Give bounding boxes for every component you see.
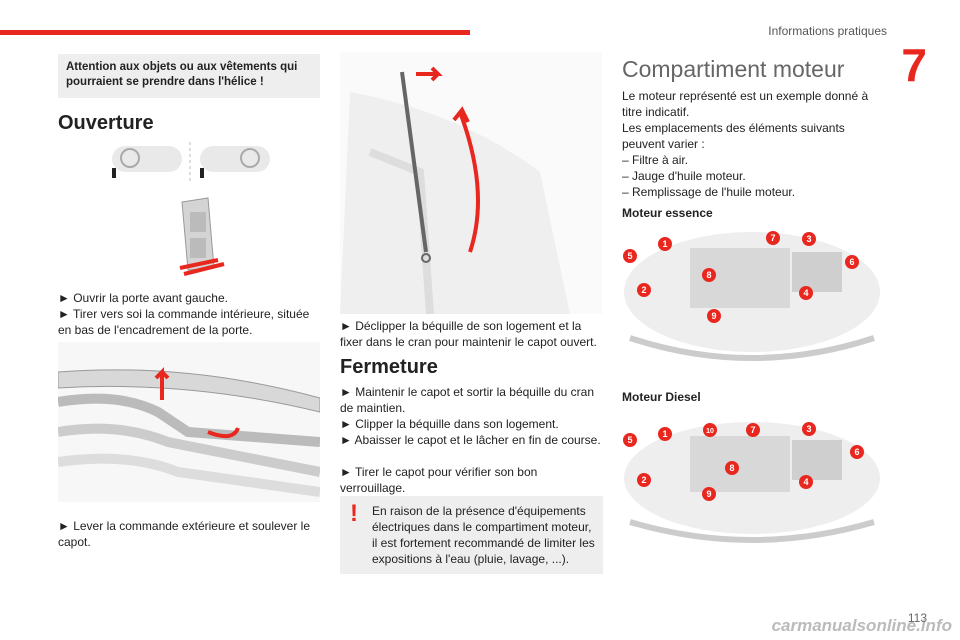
diesel-engine-heading: Moteur Diesel [622, 390, 701, 404]
svg-text:10: 10 [706, 428, 714, 435]
petrol-engine-illustration: 1 2 3 4 5 6 7 8 9 [620, 228, 884, 373]
step-pull-release: ► Tirer vers soi la commande intérieure,… [58, 307, 310, 337]
svg-text:4: 4 [803, 288, 808, 298]
svg-text:5: 5 [627, 435, 632, 445]
step-lower-hood: ► Abaisser le capot et le lâcher en fin … [340, 433, 601, 447]
alert-icon: ! [350, 500, 358, 527]
step-clip-prop-back: ► Clipper la béquille dans son logement. [340, 417, 559, 431]
hood-lever-illustration [58, 342, 320, 502]
fermeture-heading: Fermeture [340, 356, 438, 378]
svg-text:3: 3 [806, 424, 811, 434]
chapter-number: 7 [901, 39, 927, 91]
list-item-air-filter: – Filtre à air. [622, 153, 689, 167]
interior-release-illustration [112, 142, 270, 276]
svg-text:9: 9 [706, 489, 711, 499]
compartment-heading: Compartiment moteur [622, 56, 845, 82]
list-item-dipstick: – Jauge d'huile moteur. [622, 169, 746, 183]
header-accent-bar [0, 30, 470, 35]
diesel-engine-illustration: 1 2 3 4 5 6 7 8 9 10 [620, 418, 884, 550]
watermark: carmanualsonline.info [771, 616, 952, 635]
page-number: 113 [907, 611, 927, 625]
warning-box: Attention aux objets ou aux vêtements qu… [58, 54, 320, 98]
petrol-engine-heading: Moteur essence [622, 206, 713, 220]
svg-text:9: 9 [711, 311, 716, 321]
hood-prop-illustration [340, 52, 602, 314]
svg-text:2: 2 [641, 285, 646, 295]
svg-text:7: 7 [750, 425, 755, 435]
intro-example: Le moteur représenté est un exemple donn… [622, 89, 869, 119]
intro-locations: Les emplacements des éléments suivants p… [622, 121, 845, 151]
section-header: Informations pratiques [768, 24, 887, 38]
ouverture-heading: Ouverture [58, 112, 154, 134]
svg-text:1: 1 [662, 429, 667, 439]
step-lift-hood: ► Lever la commande extérieure et soulev… [58, 519, 310, 549]
svg-text:5: 5 [627, 251, 632, 261]
svg-text:8: 8 [729, 463, 734, 473]
svg-text:7: 7 [770, 233, 775, 243]
svg-text:4: 4 [803, 477, 808, 487]
alert-text: En raison de la présence d'équipements é… [372, 504, 595, 566]
step-open-door: ► Ouvrir la porte avant gauche. [58, 291, 228, 305]
svg-text:6: 6 [854, 447, 859, 457]
step-clip-prop: ► Déclipper la béquille de son logement … [340, 319, 597, 349]
step-check-lock: ► Tirer le capot pour vérifier son bon v… [340, 465, 538, 495]
svg-text:2: 2 [641, 475, 646, 485]
water-alert-box: ! En raison de la présence d'équipements… [340, 496, 603, 574]
svg-text:3: 3 [806, 234, 811, 244]
list-item-oil-filler: – Remplissage de l'huile moteur. [622, 185, 796, 199]
svg-text:8: 8 [706, 270, 711, 280]
step-hold-hood: ► Maintenir le capot et sortir la béquil… [340, 385, 595, 415]
svg-text:1: 1 [662, 239, 667, 249]
svg-text:6: 6 [849, 257, 854, 267]
